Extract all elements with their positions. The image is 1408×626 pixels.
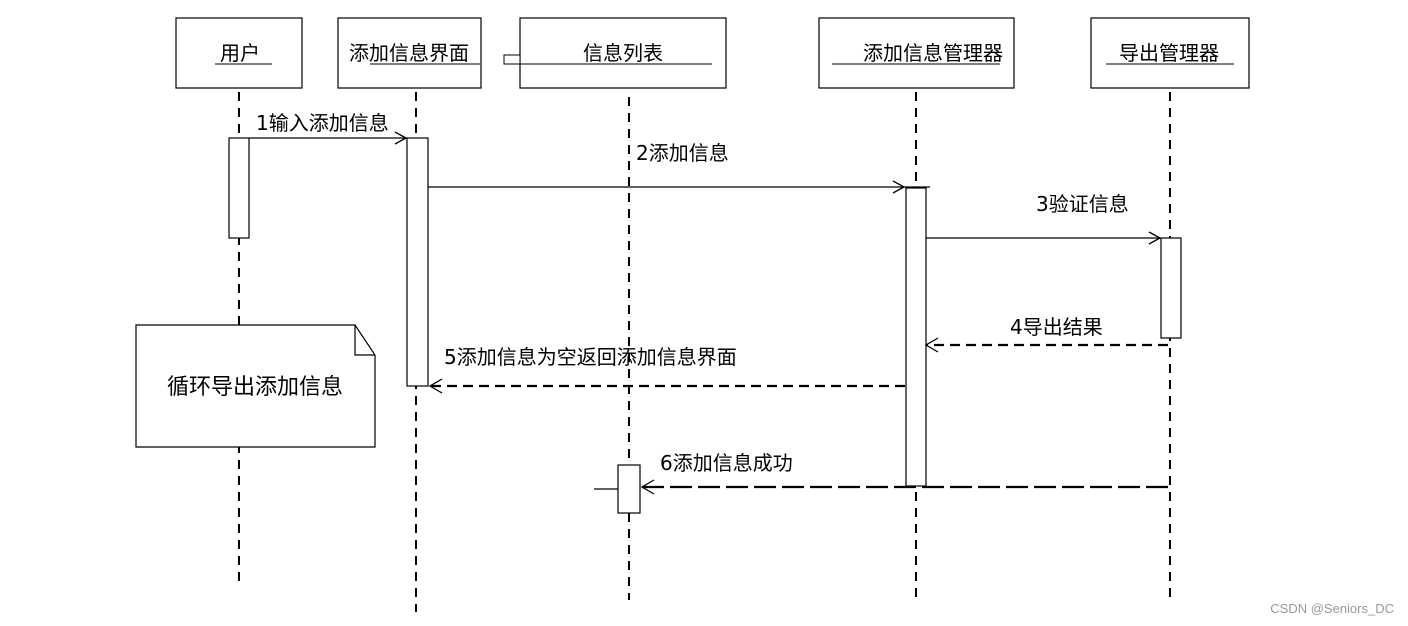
participant-label: 导出管理器 (1119, 41, 1219, 65)
participant-label: 添加信息管理器 (863, 41, 1003, 65)
participant-add-manager: 添加信息管理器 (818, 17, 1015, 89)
message-label: 1输入添加信息 (256, 111, 389, 135)
message-label: 6添加信息成功 (660, 451, 793, 475)
message-label: 5添加信息为空返回添加信息界面 (444, 345, 737, 369)
message-4: 4导出结果 (924, 315, 1168, 353)
participant-add-ui: 添加信息界面 (337, 17, 482, 89)
message-5: 5添加信息为空返回添加信息界面 (428, 345, 905, 394)
activation-info-list (617, 464, 641, 514)
message-label: 3验证信息 (1036, 192, 1129, 216)
participant-label: 添加信息界面 (349, 41, 469, 65)
note-text: 循环导出添加信息 (167, 375, 343, 400)
activation-add-ui (406, 137, 429, 387)
message-6: 6添加信息成功 (640, 451, 1168, 495)
message-label: 4导出结果 (1010, 315, 1103, 339)
participant-export-manager: 导出管理器 (1090, 17, 1250, 89)
message-label: 2添加信息 (636, 141, 729, 165)
participant-label: 用户 (220, 41, 260, 65)
activation-export-manager (1160, 237, 1182, 339)
message-2: 2添加信息 (428, 141, 930, 194)
activation-add-manager (905, 187, 927, 487)
participant-info-list: 信息列表 (503, 17, 727, 89)
message-1: 1输入添加信息 (249, 111, 408, 145)
participant-user: 用户 (175, 17, 303, 89)
loop-note: 循环导出添加信息 (135, 324, 376, 448)
message-3: 3验证信息 (926, 192, 1162, 245)
participant-label: 信息列表 (583, 41, 663, 65)
activation-user (228, 137, 250, 239)
watermark: CSDN @Seniors_DC (1270, 601, 1394, 616)
